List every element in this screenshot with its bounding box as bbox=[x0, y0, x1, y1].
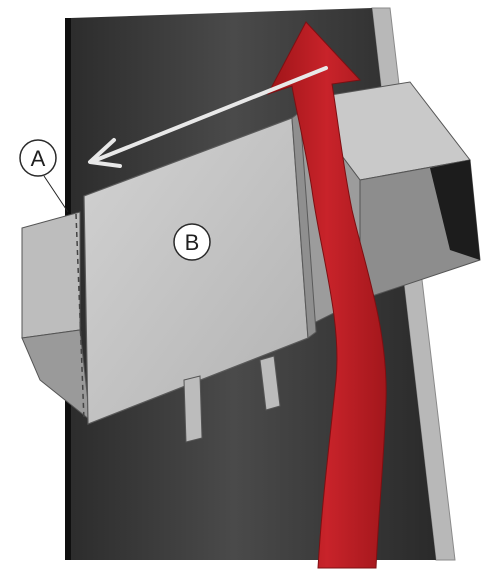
duct-left-bottom bbox=[22, 330, 90, 420]
callout-a: A bbox=[20, 140, 56, 176]
support-leg-left bbox=[184, 376, 202, 442]
callout-b: B bbox=[174, 224, 210, 260]
callout-b-label: B bbox=[185, 230, 200, 255]
duct-left-top bbox=[22, 212, 80, 338]
callout-a-label: A bbox=[31, 146, 46, 171]
callout-a-leader bbox=[44, 176, 68, 212]
